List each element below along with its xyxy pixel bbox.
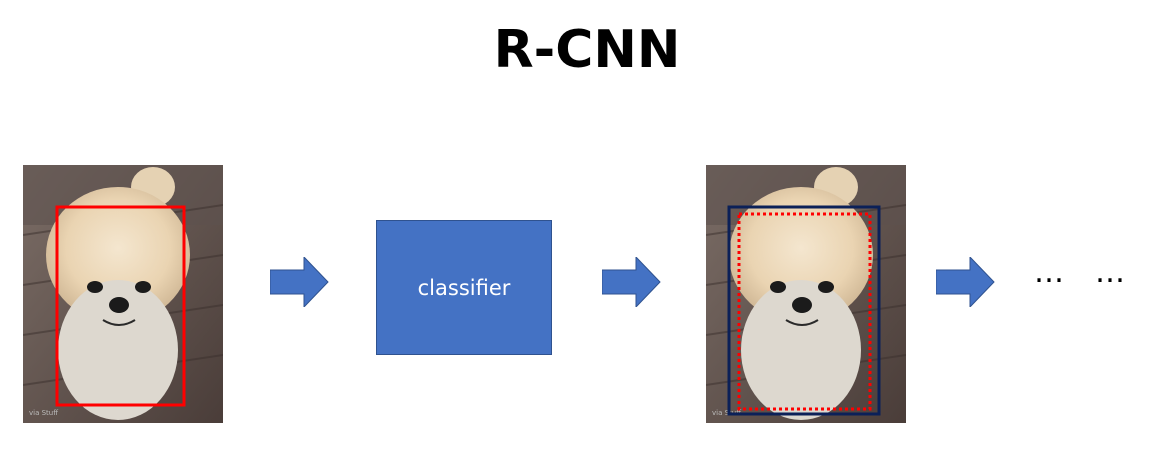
diagram-title: R-CNN bbox=[493, 20, 681, 80]
output-image: via Stuff bbox=[706, 165, 906, 423]
arrow-icon bbox=[270, 257, 329, 307]
classifier-label: classifier bbox=[417, 275, 511, 300]
refined-bounding-box bbox=[727, 205, 881, 416]
arrow-icon bbox=[602, 257, 661, 307]
region-proposal-dotted-box bbox=[737, 212, 872, 411]
ellipsis-1: … bbox=[1034, 255, 1066, 290]
watermark-text: via Stuff bbox=[29, 409, 58, 417]
dog-photo-output: via Stuff bbox=[706, 165, 906, 423]
region-proposal-box bbox=[55, 205, 186, 407]
classifier-box: classifier bbox=[376, 220, 552, 355]
input-image: via Stuff bbox=[23, 165, 223, 423]
watermark-text: via Stuff bbox=[712, 409, 741, 417]
arrow-icon bbox=[936, 257, 995, 307]
dog-photo-input: via Stuff bbox=[23, 165, 223, 423]
ellipsis-2: … bbox=[1095, 255, 1127, 290]
